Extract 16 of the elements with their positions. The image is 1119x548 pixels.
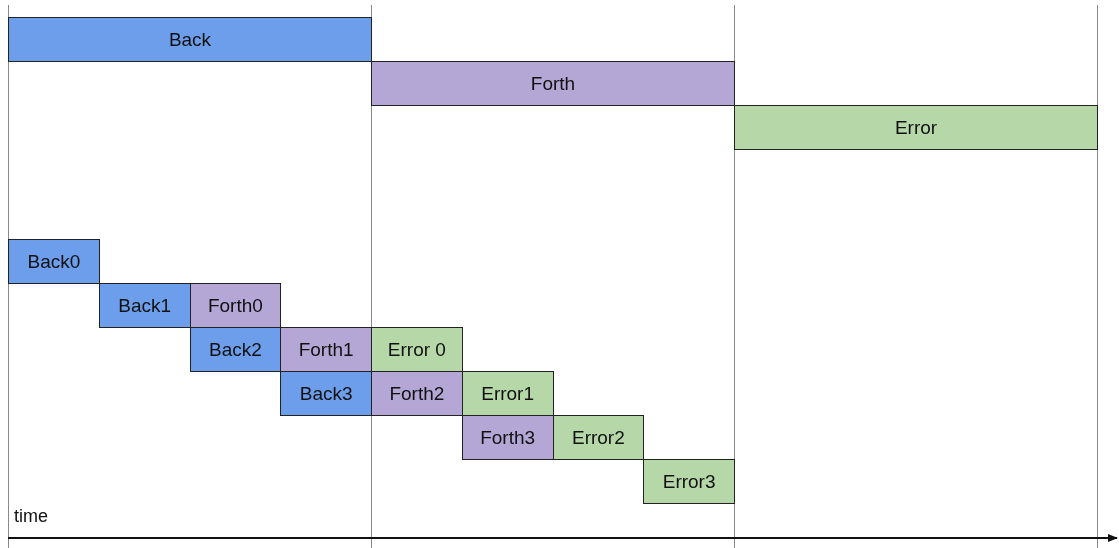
task-box: Back1 — [98, 283, 191, 328]
task-box: Back0 — [8, 239, 100, 284]
task-box: Back2 — [189, 327, 282, 372]
phase-bar: Back — [8, 17, 372, 62]
task-box: Error2 — [552, 415, 645, 460]
task-box: Forth1 — [280, 327, 372, 372]
axis-label: time — [14, 506, 48, 527]
task-box: Forth2 — [371, 371, 463, 416]
phase-bar: Forth — [371, 61, 735, 106]
task-box: Error3 — [643, 459, 735, 504]
task-box: Error 0 — [371, 327, 463, 372]
task-box: Forth0 — [189, 283, 282, 328]
task-box: Forth3 — [461, 415, 554, 460]
task-box: Error1 — [461, 371, 554, 416]
task-box: Back3 — [280, 371, 372, 416]
phase-bar: Error — [734, 105, 1098, 150]
